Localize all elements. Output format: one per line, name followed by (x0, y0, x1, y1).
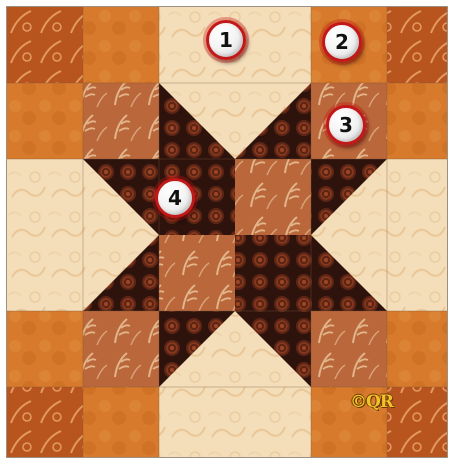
orange-square (7, 311, 83, 387)
quilt-block-image (6, 6, 448, 458)
orange-square (83, 387, 159, 458)
badge-label: 2 (335, 30, 349, 54)
center-rust-square (159, 235, 235, 311)
badge-label: 4 (168, 186, 182, 210)
badge-label: 1 (219, 28, 233, 52)
copyright-watermark: ©QR (350, 392, 393, 412)
center-rust-square (235, 159, 311, 235)
cream-rectangle-left (7, 159, 83, 311)
orange-square (83, 7, 159, 83)
orange-square (7, 83, 83, 159)
badge-label: 3 (339, 113, 353, 137)
corner-square (387, 387, 448, 458)
orange-square (387, 83, 448, 159)
rust-print-square (83, 311, 159, 387)
corner-square (7, 387, 83, 458)
cream-rectangle-right (387, 159, 448, 311)
number-badge-3: 3 (326, 105, 366, 145)
rust-print-square (83, 83, 159, 159)
orange-square (387, 311, 448, 387)
corner-square (7, 7, 83, 83)
corner-square (387, 7, 448, 83)
number-badge-1: 1 (206, 20, 246, 60)
center-dark-square (235, 235, 311, 311)
rust-print-square (311, 311, 387, 387)
number-badge-2: 2 (322, 22, 362, 62)
quilt-block (7, 7, 448, 458)
number-badge-4: 4 (155, 178, 195, 218)
cream-rectangle (159, 387, 311, 458)
